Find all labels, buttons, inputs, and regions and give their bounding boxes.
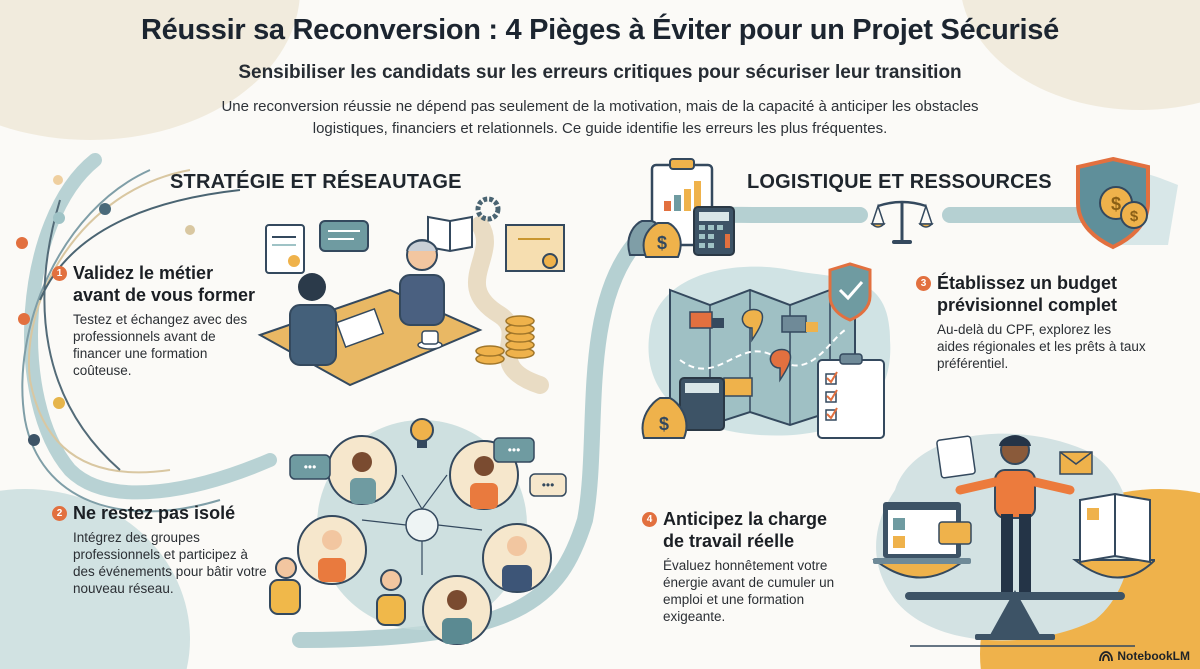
tip-item-3: 3 Établissez un budget prévisionnel comp… [916,272,1146,372]
brand-name: NotebookLM [1117,649,1190,663]
svg-text:•••: ••• [542,478,555,492]
logistics-map-illustration: $ [641,262,891,439]
number-badge: 4 [642,512,657,527]
number-badge: 3 [916,276,931,291]
section-title-strategy: STRATÉGIE ET RÉSEAUTAGE [170,171,462,193]
tip-item-4: 4 Anticipez la charge de travail réelle … [642,508,852,625]
tip-body: Évaluez honnêtement votre énergie avant … [663,558,835,624]
tip-body: Testez et échangez avec des professionne… [73,312,248,378]
svg-text:•••: ••• [304,460,317,474]
tip-item-1: 1 Validez le métier avant de vous former… [52,262,262,379]
tip-title: Anticipez la charge de travail réelle [663,509,828,551]
scales-icon [870,200,934,244]
intro-text: Une reconversion réussie ne dépend pas s… [221,98,979,137]
svg-text:$: $ [1130,208,1139,225]
tip-title: Ne restez pas isolé [73,503,236,523]
work-balance-illustration [872,433,1155,647]
notebooklm-logo-icon [1099,651,1114,662]
section-title-logistics: LOGISTIQUE ET RESSOURCES [747,171,1052,193]
page-title: Réussir sa Reconversion : 4 Pièges à Évi… [141,14,1059,46]
network-circle-illustration: ••• ••• ••• [269,418,567,645]
mentoring-meeting-illustration [257,196,565,394]
tip-body: Intégrez des groupes professionnels et p… [73,530,267,596]
number-badge: 1 [52,266,67,281]
svg-text:•••: ••• [508,443,521,457]
tip-title: Validez le métier avant de vous former [73,263,256,305]
budget-clipboard-icon: $ [627,158,735,258]
shield-coins-icon: $ $ [1076,156,1178,250]
svg-text:$: $ [1111,194,1121,214]
tip-item-2: 2 Ne restez pas isolé Intégrez des group… [52,502,272,597]
svg-text:$: $ [657,233,667,253]
tip-body: Au-delà du CPF, explorez les aides régio… [937,322,1146,371]
brand-footer: NotebookLM [1099,649,1190,663]
page-subtitle: Sensibiliser les candidats sur les erreu… [238,62,962,83]
svg-text:$: $ [659,414,669,434]
number-badge: 2 [52,506,67,521]
tip-title: Établissez un budget prévisionnel comple… [937,273,1118,315]
